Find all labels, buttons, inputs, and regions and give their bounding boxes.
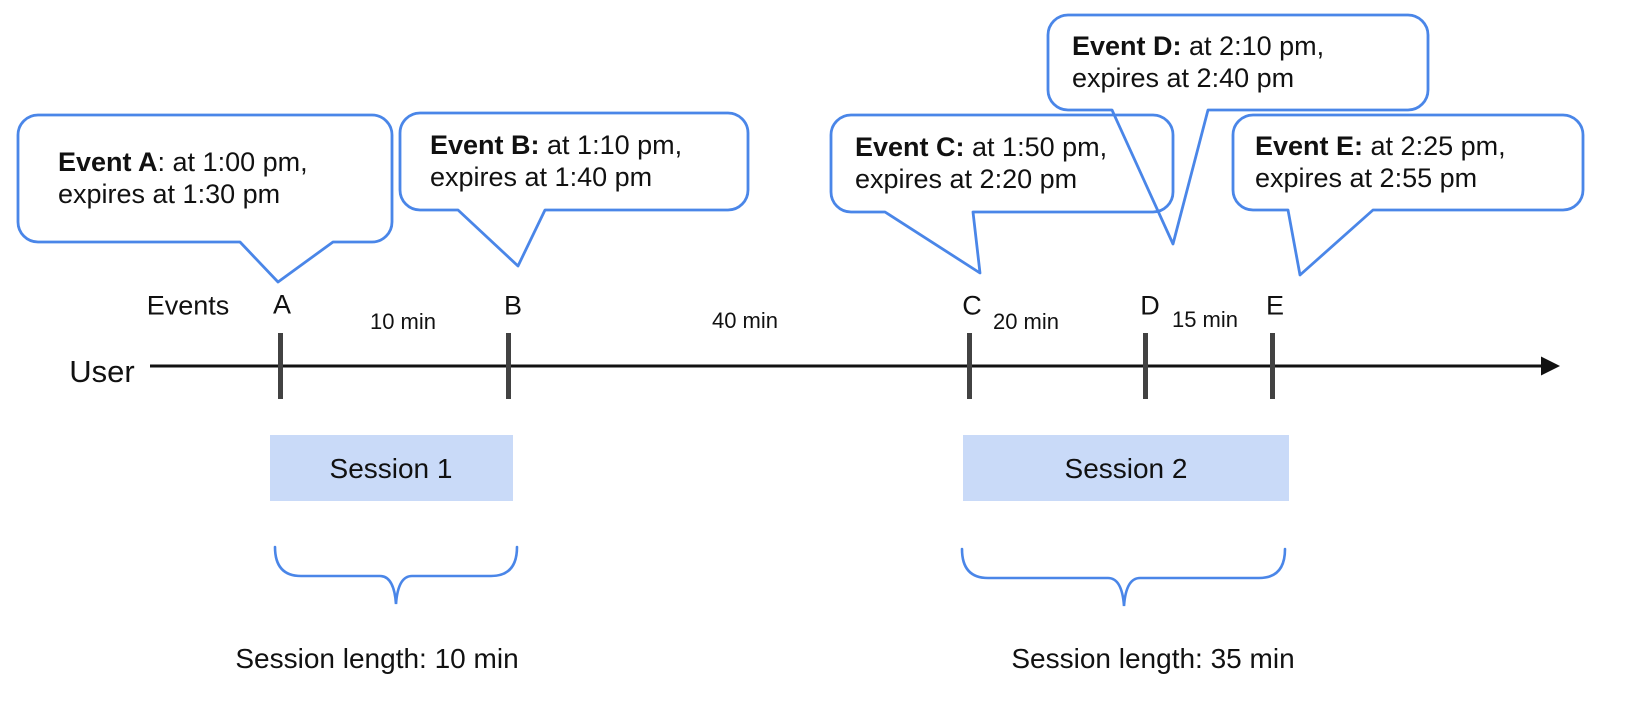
event-a-time: : at 1:00 pm, bbox=[157, 147, 308, 177]
bubble-text-event-c: Event C: at 1:50 pm, expires at 2:20 pm bbox=[855, 131, 1107, 195]
speech-bubble-event-e bbox=[1231, 113, 1585, 277]
session-1-label: Session 1 bbox=[329, 453, 453, 484]
speech-bubble-event-c bbox=[829, 113, 1175, 275]
speech-bubble-event-d bbox=[1046, 13, 1430, 246]
bubble-line-1: Event E: at 2:25 pm, bbox=[1255, 130, 1506, 162]
event-mark-d: D bbox=[1140, 290, 1160, 321]
interval-d-e: 15 min bbox=[1171, 307, 1239, 332]
bubble-line-1: Event B: at 1:10 pm, bbox=[430, 129, 682, 161]
event-mark-b: B bbox=[503, 290, 523, 321]
bubble-line-1: Event D: at 2:10 pm, bbox=[1072, 30, 1324, 62]
event-a-expiry: expires at 1:30 pm bbox=[58, 179, 281, 209]
events-label: Events bbox=[146, 290, 230, 321]
event-mark-c: C bbox=[962, 290, 982, 321]
tick-event-c bbox=[967, 333, 972, 399]
tick-event-a bbox=[278, 333, 283, 399]
event-c-name: Event C: bbox=[855, 132, 965, 162]
event-d-expiry: expires at 2:40 pm bbox=[1072, 63, 1295, 93]
tick-event-d bbox=[1143, 333, 1148, 399]
event-b-name: Event B: bbox=[430, 130, 540, 160]
session-1-box bbox=[270, 435, 513, 501]
bubble-line-1: Event C: at 1:50 pm, bbox=[855, 131, 1107, 163]
event-mark-a: A bbox=[272, 289, 292, 320]
session-2-brace bbox=[960, 547, 1287, 607]
session-1-brace bbox=[273, 545, 519, 605]
bubble-text-event-a: Event A: at 1:00 pm, expires at 1:30 pm bbox=[58, 146, 308, 210]
interval-b-c: 40 min bbox=[711, 308, 779, 333]
bubble-line-1: Event A: at 1:00 pm, bbox=[58, 146, 308, 178]
speech-bubble-event-b bbox=[398, 111, 750, 268]
event-a-name: Event A bbox=[58, 147, 158, 177]
session-2-box bbox=[963, 435, 1289, 501]
event-b-expiry: expires at 1:40 pm bbox=[430, 162, 653, 192]
interval-c-d: 20 min bbox=[992, 309, 1060, 334]
speech-bubble-event-a bbox=[16, 113, 394, 284]
bubble-text-event-b: Event B: at 1:10 pm, expires at 1:40 pm bbox=[430, 129, 682, 193]
session-1-length-caption: Session length: 10 min bbox=[235, 643, 519, 674]
tick-event-e bbox=[1270, 333, 1275, 399]
session-2-length-caption: Session length: 35 min bbox=[1011, 643, 1295, 674]
session-2-label: Session 2 bbox=[1064, 453, 1188, 484]
tick-event-b bbox=[506, 333, 511, 399]
event-e-expiry: expires at 2:55 pm bbox=[1255, 163, 1478, 193]
user-label: User bbox=[69, 354, 135, 389]
event-c-time: at 1:50 pm, bbox=[964, 132, 1108, 162]
timeline-arrow-icon bbox=[1541, 356, 1560, 376]
event-b-time: at 1:10 pm, bbox=[539, 130, 683, 160]
event-e-time: at 2:25 pm, bbox=[1363, 131, 1506, 161]
event-d-name: Event D: bbox=[1072, 31, 1182, 61]
interval-a-b: 10 min bbox=[369, 309, 437, 334]
bubble-text-event-d: Event D: at 2:10 pm, expires at 2:40 pm bbox=[1072, 30, 1324, 94]
bubble-text-event-e: Event E: at 2:25 pm, expires at 2:55 pm bbox=[1255, 130, 1506, 194]
event-e-name: Event E: bbox=[1255, 131, 1364, 161]
event-c-expiry: expires at 2:20 pm bbox=[855, 164, 1078, 194]
event-mark-e: E bbox=[1265, 290, 1285, 321]
event-d-time: at 2:10 pm, bbox=[1181, 31, 1325, 61]
